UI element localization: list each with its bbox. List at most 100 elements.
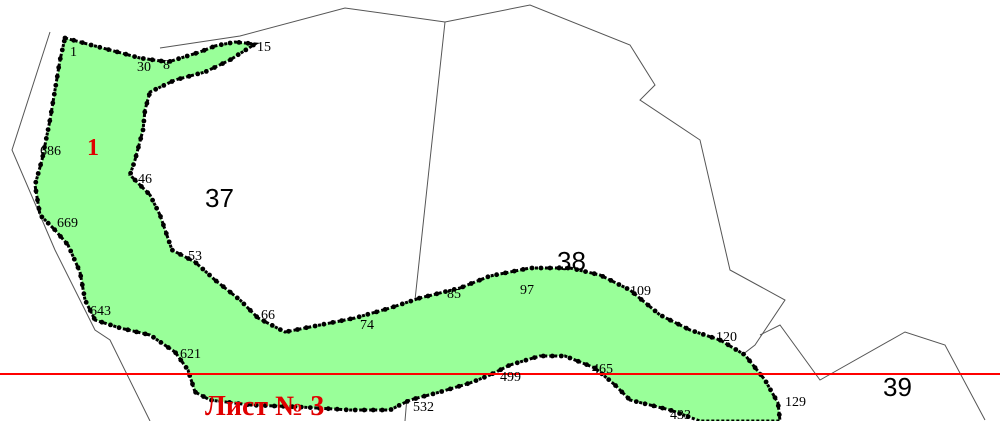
boundary-dot <box>149 57 155 63</box>
boundary-dot <box>190 381 195 387</box>
boundary-dot <box>88 42 94 48</box>
boundary-dot <box>520 267 526 272</box>
boundary-dot <box>184 53 190 59</box>
boundary-dot <box>128 170 134 176</box>
boundary-dot <box>48 109 54 115</box>
boundary-dot <box>625 395 631 401</box>
boundary-dot <box>399 301 405 307</box>
boundary-dot <box>245 40 251 46</box>
point-label-74: 74 <box>360 318 374 333</box>
boundary-dot <box>150 197 156 203</box>
boundary-dot <box>40 153 46 159</box>
boundary-dot <box>404 399 410 404</box>
boundary-dot <box>511 268 517 274</box>
boundary-dot <box>133 153 139 159</box>
boundary-dot <box>772 395 778 400</box>
boundary-dot <box>261 318 267 324</box>
boundary-dot <box>482 374 487 380</box>
point-label-109: 109 <box>630 284 651 299</box>
boundary-dot <box>447 386 453 392</box>
boundary-dot <box>169 79 175 84</box>
point-label-643: 643 <box>90 304 111 319</box>
boundary-dot <box>775 403 781 409</box>
boundary-dot <box>408 298 414 304</box>
point-label-621: 621 <box>180 347 201 362</box>
boundary-dot <box>254 314 260 320</box>
boundary-dot <box>201 47 207 53</box>
boundary-dot <box>142 331 148 337</box>
point-label-686: 686 <box>40 144 61 159</box>
boundary-dot <box>591 271 597 277</box>
boundary-dot <box>158 214 163 219</box>
boundary-dot <box>201 394 206 399</box>
boundary-dot <box>659 313 665 319</box>
boundary-dot <box>425 293 431 299</box>
boundary-dot <box>79 282 85 288</box>
boundary-dot <box>709 334 715 340</box>
boundary-dot <box>71 256 77 262</box>
boundary-dot <box>325 406 331 412</box>
boundary-dot <box>616 282 622 287</box>
boundary-dot <box>71 37 77 43</box>
boundary-dot <box>227 400 232 405</box>
boundary-dot <box>556 265 562 271</box>
boundary-dot <box>35 197 40 203</box>
boundary-dot <box>146 92 152 97</box>
boundary-dot <box>251 42 256 48</box>
boundary-dot <box>236 40 242 45</box>
boundary-dot <box>413 396 419 401</box>
boundary-dot <box>50 100 56 106</box>
boundary-dot <box>54 74 60 79</box>
boundary-dot <box>176 56 182 62</box>
boundary-dot <box>763 379 769 385</box>
boundary-dot <box>227 289 233 295</box>
boundary-dot <box>193 50 199 56</box>
boundary-dot <box>468 281 474 286</box>
boundary-dot <box>676 321 681 327</box>
boundary-dot <box>348 316 353 322</box>
boundary-dot <box>108 322 113 328</box>
boundary-dot <box>365 311 371 317</box>
boundary-dot <box>529 265 535 271</box>
boundary-dot <box>503 270 508 276</box>
boundary-dot <box>421 393 427 399</box>
boundary-dot <box>391 304 397 310</box>
boundary-dot <box>477 277 482 283</box>
boundary-dot <box>218 398 224 404</box>
boundary-dot <box>144 100 150 106</box>
boundary-dot <box>178 357 184 363</box>
parcel-label-39: 39 <box>883 372 912 402</box>
boundary-dot <box>106 47 111 52</box>
boundary-dot <box>303 325 309 331</box>
boundary-dot <box>193 260 199 266</box>
boundary-dot <box>161 222 166 228</box>
boundary-dot <box>532 355 537 360</box>
boundary-dot <box>374 309 379 315</box>
boundary-dot <box>241 301 247 307</box>
point-label-465: 465 <box>592 362 613 377</box>
boundary-dot <box>173 350 179 356</box>
boundary-dot <box>235 52 241 58</box>
boundary-dot <box>209 397 215 403</box>
point-label-97: 97 <box>520 283 534 298</box>
boundary-dot <box>213 278 219 284</box>
parcel-label-37: 37 <box>205 183 234 213</box>
boundary-dot <box>592 365 598 371</box>
boundary-dot <box>154 205 160 211</box>
boundary-dot <box>36 206 42 212</box>
boundary-dot <box>575 358 581 364</box>
boundary-dot <box>116 325 122 331</box>
boundary-dot <box>33 179 39 185</box>
boundary-dot <box>80 40 85 45</box>
boundary-dot <box>565 265 571 271</box>
boundary-dot <box>59 47 65 53</box>
boundary-dot <box>123 51 129 57</box>
boundary-dot <box>142 109 148 115</box>
boundary-dot <box>53 82 59 88</box>
boundary-dot <box>677 411 682 416</box>
boundary-dot <box>203 69 209 74</box>
boundary-dot <box>139 184 144 189</box>
boundary-dot <box>228 57 234 62</box>
boundary-dot <box>316 405 322 411</box>
boundary-dot <box>210 44 216 50</box>
